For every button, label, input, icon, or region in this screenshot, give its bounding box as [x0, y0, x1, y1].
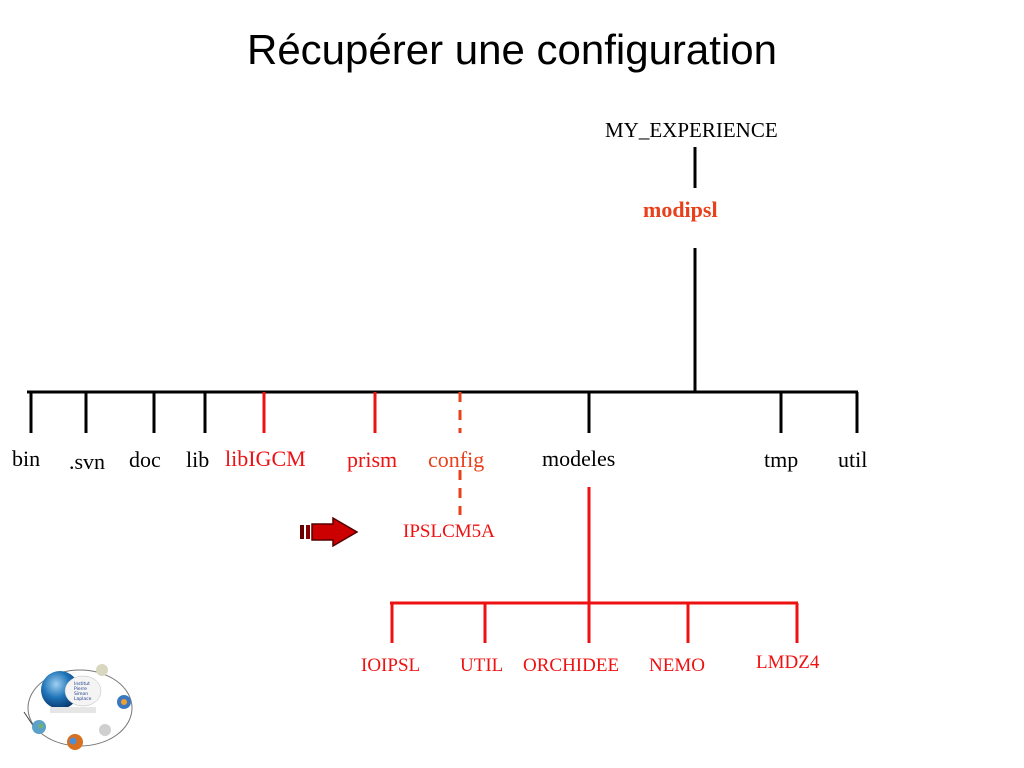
pointer-arrow-icon [300, 516, 359, 548]
svg-text:Pierre: Pierre [74, 686, 87, 692]
model-label-orchidee: ORCHIDEE [523, 655, 620, 676]
child-label-util: util [838, 447, 868, 472]
child-label-libigcm: libIGCM [225, 446, 306, 471]
root-label: MY_EXPERIENCE [605, 118, 778, 142]
ipsl-logo: Institut Pierre Simon Laplace [23, 664, 133, 750]
child-label-config: config [428, 447, 485, 472]
child-label-prism: prism [347, 447, 398, 472]
child-label-tmp: tmp [764, 447, 799, 472]
modipsl-label: modipsl [643, 197, 718, 222]
svg-text:Laplace: Laplace [74, 696, 92, 702]
child-label-modeles: modeles [542, 446, 616, 471]
child-label-doc: doc [129, 447, 161, 472]
config-child-label: IPSLCM5A [403, 521, 495, 542]
child-label-bin: bin [12, 446, 41, 471]
model-label-lmdz4: LMDZ4 [756, 652, 820, 673]
child-label-svn: .svn [69, 449, 106, 474]
model-label-util: UTIL [460, 655, 504, 676]
model-label-ioipsl: IOIPSL [361, 655, 421, 676]
model-label-nemo: NEMO [649, 655, 705, 676]
svg-text:Simon: Simon [74, 691, 88, 697]
slide-title: Récupérer une configuration [246, 26, 777, 73]
child-label-lib: lib [186, 447, 210, 472]
svg-text:Institut: Institut [74, 681, 90, 687]
